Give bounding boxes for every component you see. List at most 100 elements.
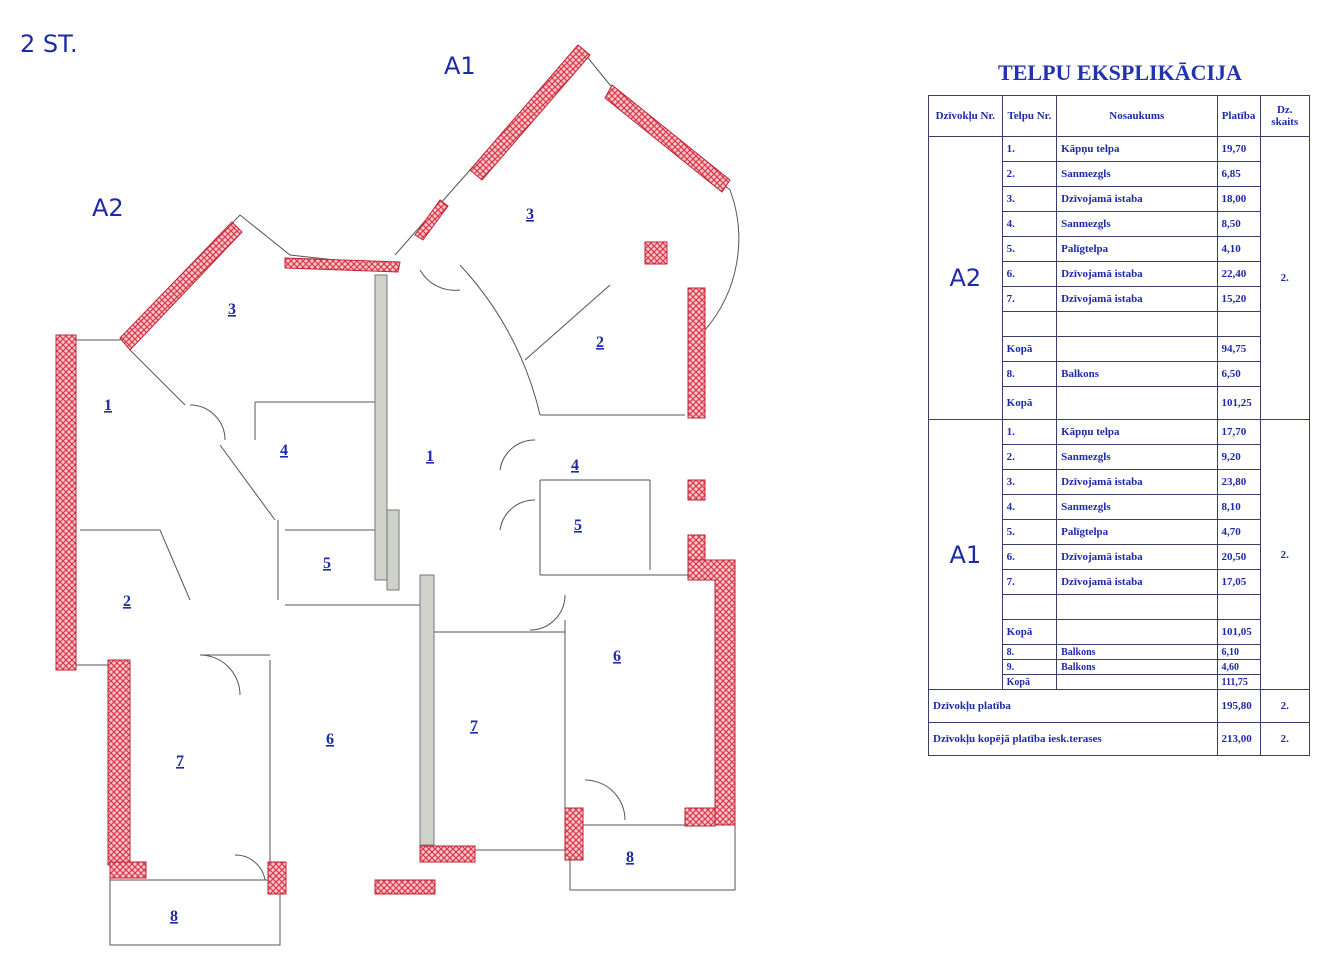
room-no: 7. <box>1001 569 1058 595</box>
header-area: Platība <box>1216 95 1261 137</box>
balcony-name: Balkons <box>1056 644 1218 660</box>
apartment-label-a2: A2 <box>92 194 124 222</box>
empty-cell <box>1216 594 1261 620</box>
empty-cell <box>1056 619 1218 645</box>
room-name: Dzīvojamā istaba <box>1056 544 1218 570</box>
empty-cell <box>1216 311 1261 337</box>
subtotal-area: 94,75 <box>1216 336 1261 362</box>
floor-label: 2 ST. <box>20 30 78 58</box>
balcony-no: 8. <box>1001 644 1058 660</box>
floor-plan: 3 1 4 2 5 6 7 8 1 2 3 4 5 6 7 8 <box>55 44 740 946</box>
apartment-name: A1 <box>928 419 1003 690</box>
a1-room-3-label: 3 <box>526 206 534 223</box>
room-area: 18,00 <box>1216 186 1261 212</box>
room-area: 17,05 <box>1216 569 1261 595</box>
room-name: Dzīvojamā istaba <box>1056 286 1218 312</box>
summary-count: 2. <box>1259 722 1311 756</box>
table-title: TELPU EKSPLIKĀCIJA <box>998 60 1242 85</box>
room-name: Kāpņu telpa <box>1056 136 1218 162</box>
room-name: Sanmezgls <box>1056 161 1218 187</box>
total-label: Kopā <box>1001 386 1058 420</box>
balcony-name: Balkons <box>1056 361 1218 387</box>
a2-room-6-label: 6 <box>326 731 334 748</box>
room-no: 1. <box>1001 136 1058 162</box>
room-no: 2. <box>1001 444 1058 470</box>
room-no: 2. <box>1001 161 1058 187</box>
room-area: 19,70 <box>1216 136 1261 162</box>
room-area: 4,70 <box>1216 519 1261 545</box>
room-area: 9,20 <box>1216 444 1261 470</box>
room-name: Sanmezgls <box>1056 494 1218 520</box>
a2-room-8-label: 8 <box>170 908 178 925</box>
a2-room-2-label: 2 <box>123 593 131 610</box>
empty-cell <box>1001 311 1058 337</box>
balcony-name: Balkons <box>1056 659 1218 675</box>
room-name: Dzīvojamā istaba <box>1056 569 1218 595</box>
summary-count: 2. <box>1259 689 1311 723</box>
apartment-room-count: 2. <box>1259 419 1311 690</box>
exterior-walls <box>55 44 736 895</box>
room-area: 8,10 <box>1216 494 1261 520</box>
header-name: Nosaukums <box>1056 95 1218 137</box>
room-no: 3. <box>1001 186 1058 212</box>
empty-cell <box>1056 674 1218 690</box>
a1-room-6-label: 6 <box>613 648 621 665</box>
a1-room-8-label: 8 <box>626 849 634 866</box>
total-label: Kopā <box>1001 674 1058 690</box>
room-name: Sanmezgls <box>1056 211 1218 237</box>
room-no: 7. <box>1001 286 1058 312</box>
summary-area: 195,80 <box>1216 689 1261 723</box>
room-name: Dzīvojamā istaba <box>1056 186 1218 212</box>
header-count: Dz. skaits <box>1259 95 1311 137</box>
empty-cell <box>1056 336 1218 362</box>
summary-label: Dzīvokļu platība <box>928 689 1218 723</box>
room-area: 6,85 <box>1216 161 1261 187</box>
room-name: Sanmezgls <box>1056 444 1218 470</box>
a1-room-5-label: 5 <box>574 517 582 534</box>
apartment-room-count: 2. <box>1259 136 1311 420</box>
a2-room-7-label: 7 <box>176 753 184 770</box>
table-row <box>929 311 1310 337</box>
summary-label: Dzīvokļu kopējā platība iesk.terases <box>928 722 1218 756</box>
room-no: 4. <box>1001 211 1058 237</box>
a2-room-5-label: 5 <box>323 555 331 572</box>
apartment-label-a1: A1 <box>444 52 476 80</box>
room-name: Palīgtelpa <box>1056 236 1218 262</box>
room-no: 3. <box>1001 469 1058 495</box>
room-labels-a2: 3 1 4 2 5 6 7 8 <box>104 301 334 925</box>
room-name: Kāpņu telpa <box>1056 419 1218 445</box>
room-explication-table: Dzīvokļu Nr. Telpu Nr. Nosaukums Platība… <box>928 95 1311 756</box>
a2-room-3-label: 3 <box>228 301 236 318</box>
apartment-name: A2 <box>928 136 1003 420</box>
room-area: 15,20 <box>1216 286 1261 312</box>
room-name: Palīgtelpa <box>1056 519 1218 545</box>
empty-cell <box>1056 594 1218 620</box>
summary-area: 213,00 <box>1216 722 1261 756</box>
room-name: Dzīvojamā istaba <box>1056 261 1218 287</box>
total-area: 101,25 <box>1216 386 1261 420</box>
subtotal-label: Kopā <box>1001 619 1058 645</box>
room-no: 6. <box>1001 544 1058 570</box>
core-walls <box>374 274 435 846</box>
a2-room-1-label: 1 <box>104 397 112 414</box>
interior-walls <box>76 47 740 946</box>
header-room-no: Telpu Nr. <box>1001 95 1058 137</box>
room-area: 22,40 <box>1216 261 1261 287</box>
a1-room-1-label: 1 <box>426 448 434 465</box>
balcony-area: 4,60 <box>1216 659 1261 675</box>
empty-cell <box>1056 311 1218 337</box>
empty-cell <box>1001 594 1058 620</box>
a1-room-4-label: 4 <box>571 457 579 474</box>
room-area: 20,50 <box>1216 544 1261 570</box>
room-no: 1. <box>1001 419 1058 445</box>
subtotal-area: 101,05 <box>1216 619 1261 645</box>
balcony-area: 6,50 <box>1216 361 1261 387</box>
room-no: 5. <box>1001 236 1058 262</box>
